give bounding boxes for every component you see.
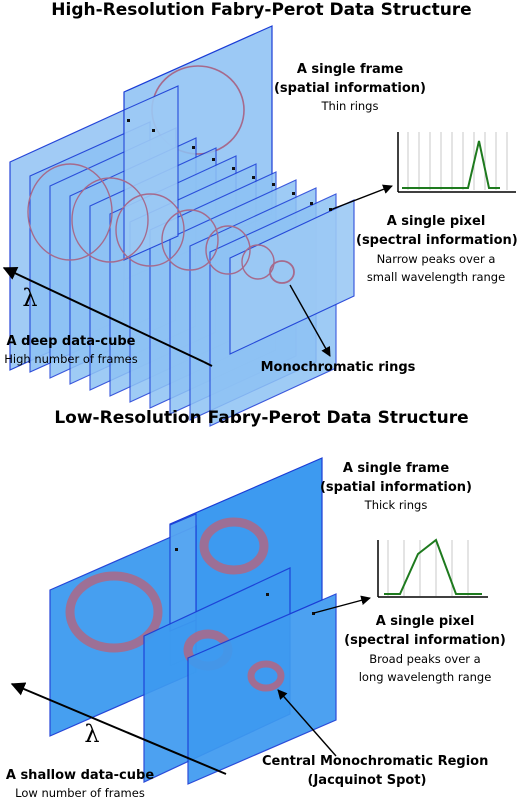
thick-ring-front (65, 571, 163, 653)
bottom-pixel-note1: Broad peaks over a (369, 652, 481, 666)
bottom-frame-heading2: (spatial information) (319, 480, 472, 495)
top-cube-note: High number of frames (4, 352, 138, 366)
top-frame-heading2: (spatial information) (273, 81, 426, 96)
top-pixel-heading1: A single pixel (386, 214, 486, 229)
broad-peak (384, 538, 482, 595)
ring-a (27, 163, 113, 261)
pixel-dots-low (175, 548, 315, 615)
bottom-frame-note: Thick rings (364, 498, 428, 512)
bottom-lambda-symbol: λ (84, 720, 100, 748)
bottom-cube-note: Low number of frames (15, 786, 145, 800)
top-frame-heading1: A single frame (296, 62, 404, 77)
bottom-pixel-heading1: A single pixel (375, 614, 475, 629)
lambda-axis-top-tail (203, 361, 213, 367)
ring-b (71, 177, 149, 263)
jacquinot-spot (247, 660, 285, 692)
pixel-arrow-top (329, 184, 393, 211)
ring-e (205, 225, 251, 275)
top-rings-label: Monochromatic rings (260, 360, 416, 375)
ring-g (269, 260, 295, 284)
top-pixel-heading2: (spectral information) (356, 233, 518, 248)
lambda-axis-bottom (10, 682, 227, 775)
ring-d (161, 209, 219, 271)
narrow-peak (402, 140, 500, 189)
bottom-title: Low-Resolution Fabry-Perot Data Structur… (54, 408, 469, 428)
high-res-cube (9, 25, 355, 427)
lambda-axis-top (2, 267, 205, 363)
bottom-region-label2: (Jacquinot Spot) (307, 773, 427, 788)
thick-ring-back (199, 517, 269, 575)
top-frame-note: Thin rings (321, 99, 379, 113)
top-pixel-note1: Narrow peaks over a (376, 252, 496, 266)
bottom-pixel-note2: long wavelength range (358, 670, 492, 684)
pixel-arrow-bottom (313, 595, 371, 614)
bottom-frame-heading1: A single frame (342, 461, 450, 476)
top-title: High-Resolution Fabry-Perot Data Structu… (51, 0, 472, 20)
ring-c (115, 193, 185, 267)
rings-arrow-top (289, 284, 331, 357)
ring-f (241, 244, 275, 280)
low-res-cube (49, 457, 337, 785)
bottom-cube-heading: A shallow data-cube (5, 768, 155, 783)
spectrum-inset-top (397, 132, 516, 193)
top-lambda-symbol: λ (22, 284, 38, 312)
bottom-pixel-heading2: (spectral information) (344, 633, 506, 648)
region-arrow-bottom (277, 689, 337, 757)
frame-small (123, 85, 179, 261)
spectrum-inset-bottom (377, 538, 488, 598)
top-pixel-note2: small wavelength range (366, 270, 506, 284)
top-cube-heading: A deep data-cube (6, 334, 136, 349)
bottom-region-label1: Central Monochromatic Region (262, 754, 489, 769)
